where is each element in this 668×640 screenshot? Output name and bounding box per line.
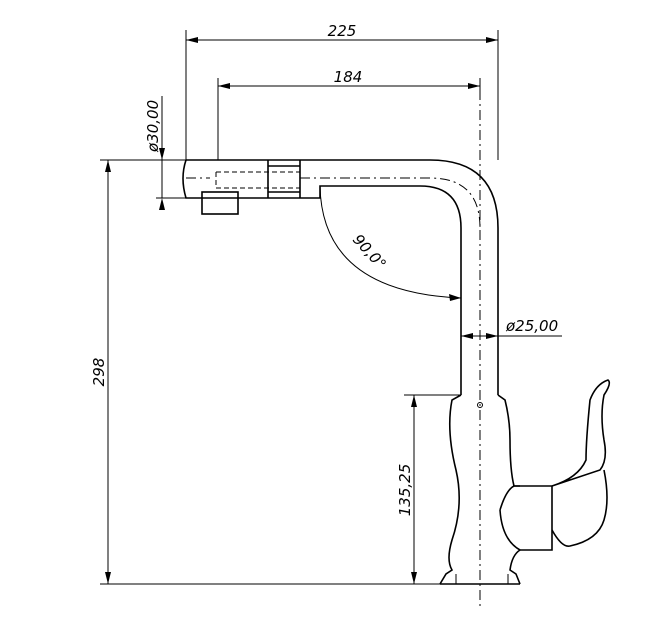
dimension-spout-reach: 184 — [217, 68, 481, 160]
dimension-body-height: 135,25 — [396, 394, 461, 584]
faucet-outline — [182, 159, 611, 585]
dimension-total-height: 298 — [90, 159, 440, 585]
label-total-height: 298 — [90, 358, 108, 387]
dimension-spout-angle: 90,0° — [319, 185, 462, 301]
label-spout-diameter: ø30,00 — [144, 100, 162, 153]
label-spout-reach: 184 — [334, 68, 363, 86]
label-body-height: 135,25 — [396, 464, 414, 517]
dimension-overall-reach: 225 — [185, 22, 499, 160]
dimension-spout-diameter: ø30,00 — [144, 96, 186, 210]
dimension-body-diameter: ø25,00 — [461, 317, 562, 339]
label-overall-reach: 225 — [328, 22, 357, 40]
label-body-diameter: ø25,00 — [505, 317, 558, 335]
centerlines — [186, 90, 481, 610]
